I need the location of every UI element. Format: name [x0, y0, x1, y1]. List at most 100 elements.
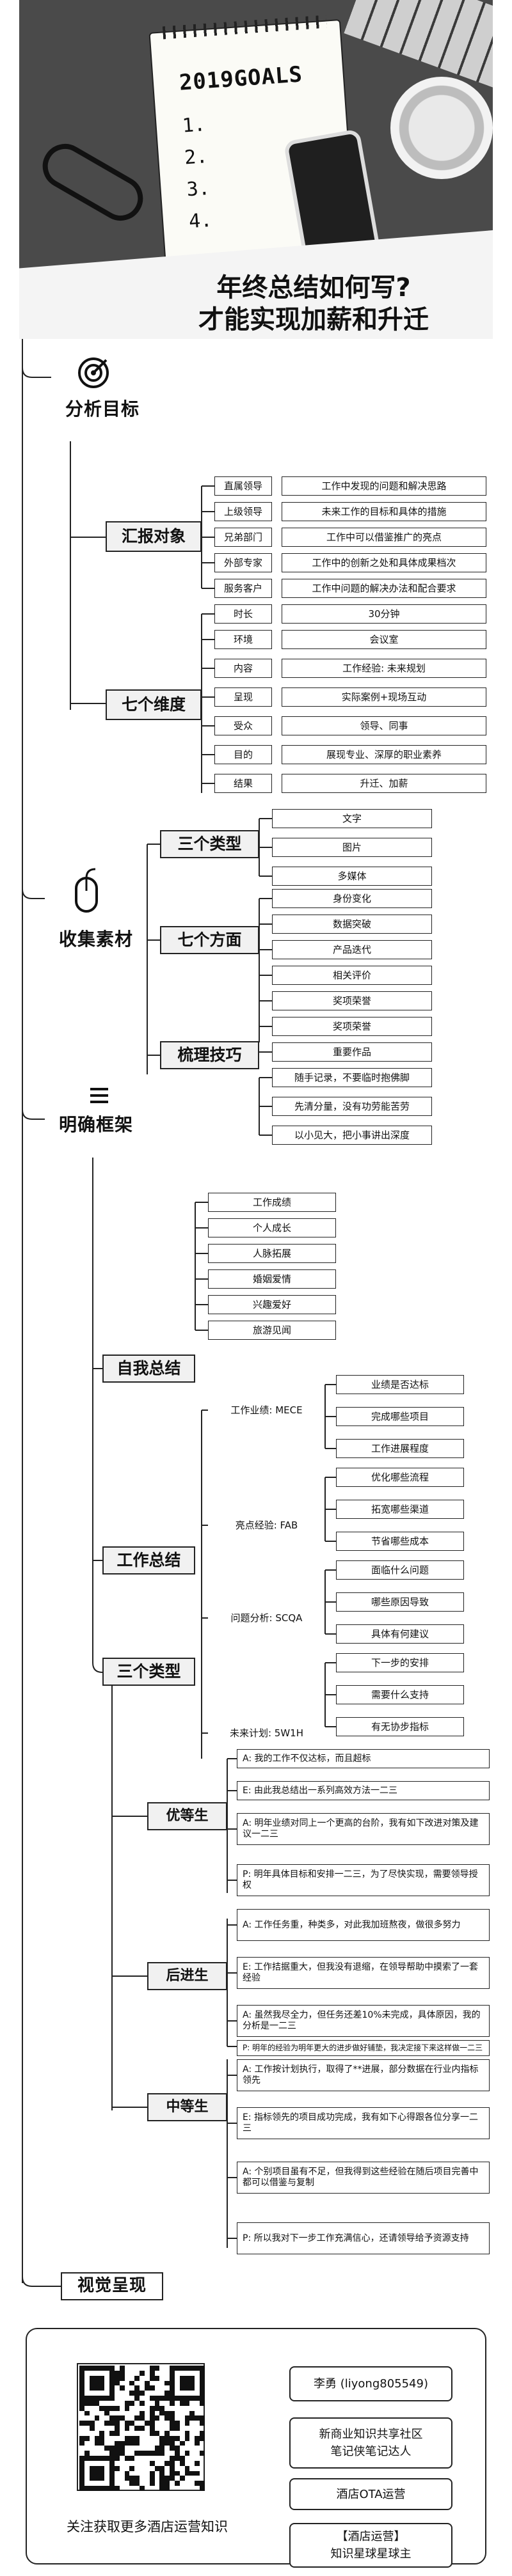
- report-key-4: 外部专家: [214, 553, 272, 572]
- qr-module: [164, 2396, 170, 2401]
- footer-box-4-line-2: 知识星球星球主: [330, 2547, 412, 2561]
- qr-module: [89, 2470, 95, 2476]
- middle-item-1: A: 工作按计划执行，取得了**进展，部分数据在行业内指标领先: [237, 2059, 490, 2091]
- qr-module: [79, 2405, 84, 2411]
- qr-module: [94, 2435, 100, 2441]
- qr-module: [124, 2470, 130, 2476]
- report-val-2: 未来工作的目标和具体的措施: [282, 502, 486, 521]
- student-lagging: 后进生: [147, 1962, 227, 1990]
- qr-module: [174, 2481, 180, 2486]
- qr-module: [114, 2415, 120, 2421]
- qr-code[interactable]: [77, 2363, 205, 2491]
- qr-module: [154, 2375, 160, 2381]
- qr-module: [140, 2451, 145, 2456]
- lagging-item-2: E: 工作拮据重大，但我没有退缩，在领导帮助中摸索了一套经验: [237, 1957, 490, 1989]
- qr-module: [129, 2391, 135, 2396]
- qr-module: [174, 2396, 180, 2401]
- node-self-summary: 自我总结: [102, 1355, 195, 1383]
- qr-module: [99, 2366, 105, 2371]
- qr-module: [184, 2465, 190, 2471]
- self-item-4: 婚姻爱情: [208, 1269, 336, 1289]
- qr-module: [109, 2470, 115, 2476]
- qr-module: [170, 2440, 175, 2446]
- qr-module: [129, 2440, 135, 2446]
- node-techniques: 梳理技巧: [160, 1041, 259, 1069]
- qr-module: [179, 2385, 185, 2391]
- qr-module: [140, 2391, 145, 2396]
- qr-module: [84, 2396, 90, 2401]
- qr-module: [149, 2396, 155, 2401]
- footer-box-1-line-1: 李勇 (liyong805549): [314, 2377, 428, 2391]
- qr-module: [79, 2481, 84, 2486]
- dimension-val-6: 展现专业、深厚的职业素养: [282, 745, 486, 764]
- target-icon: [76, 355, 111, 391]
- qr-module: [179, 2380, 185, 2386]
- menu-icon: [86, 1084, 112, 1107]
- qr-module: [89, 2426, 95, 2431]
- technique-item-3: 以小见大，把小事讲出深度: [272, 1126, 432, 1145]
- qr-module: [79, 2421, 84, 2426]
- qr-module: [144, 2380, 150, 2386]
- qr-module: [119, 2451, 125, 2456]
- qr-module: [109, 2370, 115, 2376]
- qr-caption: 关注获取更多酒店运营知识: [67, 2519, 228, 2534]
- qr-module: [99, 2470, 105, 2476]
- qr-module: [89, 2421, 95, 2426]
- qr-module: [94, 2375, 100, 2381]
- qr-module: [94, 2385, 100, 2391]
- qr-module: [159, 2465, 165, 2471]
- qr-module: [79, 2396, 84, 2401]
- report-val-4: 工作中的创新之处和具体成果档次: [282, 553, 486, 572]
- qr-module: [149, 2476, 155, 2481]
- qr-module: [99, 2465, 105, 2471]
- qr-module: [124, 2400, 130, 2406]
- qr-module: [114, 2486, 120, 2491]
- section-frame-title: 明确框架: [58, 1114, 133, 1136]
- qr-module: [94, 2465, 100, 2471]
- qr-module: [170, 2370, 175, 2376]
- qr-module: [114, 2465, 120, 2471]
- qr-module: [124, 2421, 130, 2426]
- work-group-2: 亮点经验: FAB: [235, 1520, 298, 1531]
- qr-module: [134, 2385, 140, 2391]
- qr-module: [159, 2451, 165, 2456]
- qr-module: [149, 2421, 155, 2426]
- qr-module: [184, 2421, 190, 2426]
- qr-module: [79, 2460, 84, 2466]
- qr-module: [114, 2446, 120, 2451]
- dimension-key-7: 结果: [214, 774, 272, 793]
- qr-module: [154, 2451, 160, 2456]
- qr-module: [200, 2430, 205, 2436]
- work-item-2-3: 节省哪些成本: [336, 1532, 464, 1551]
- qr-module: [170, 2465, 175, 2471]
- qr-module: [164, 2415, 170, 2421]
- qr-module: [134, 2415, 140, 2421]
- qr-module: [109, 2460, 115, 2466]
- qr-module: [119, 2366, 125, 2371]
- qr-module: [84, 2421, 90, 2426]
- qr-module: [170, 2400, 175, 2406]
- qr-module: [109, 2451, 115, 2456]
- dimension-key-1: 时长: [214, 604, 272, 624]
- qr-module: [159, 2446, 165, 2451]
- qr-module: [99, 2375, 105, 2381]
- node-seven-dimensions: 七个维度: [106, 689, 202, 720]
- qr-module: [99, 2476, 105, 2481]
- qr-module: [119, 2415, 125, 2421]
- aspect-item-5: 奖项荣誉: [272, 991, 432, 1010]
- qr-module: [174, 2451, 180, 2456]
- qr-module: [144, 2451, 150, 2456]
- qr-module: [104, 2410, 110, 2416]
- dimension-val-5: 领导、同事: [282, 716, 486, 735]
- technique-item-2: 先清分量，没有功劳能苦劳: [272, 1097, 432, 1116]
- qr-module: [159, 2405, 165, 2411]
- qr-module: [109, 2481, 115, 2486]
- qr-module: [99, 2430, 105, 2436]
- qr-module: [179, 2400, 185, 2406]
- type-item-3: 多媒体: [272, 867, 432, 886]
- qr-module: [195, 2435, 200, 2441]
- aspect-item-3: 产品迭代: [272, 940, 432, 959]
- qr-module: [149, 2410, 155, 2416]
- qr-module: [134, 2481, 140, 2486]
- qr-module: [79, 2380, 84, 2386]
